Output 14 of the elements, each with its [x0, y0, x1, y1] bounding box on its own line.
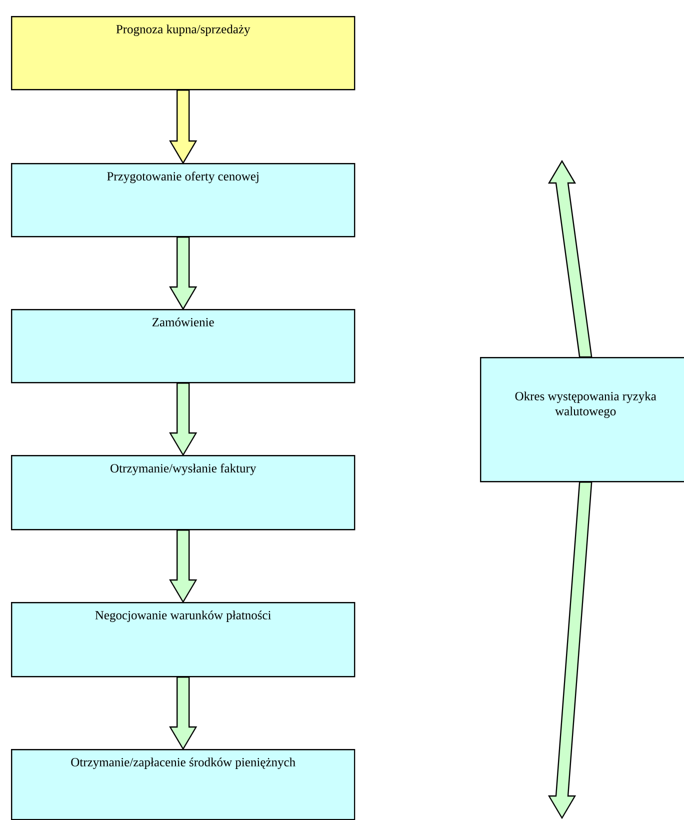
block-arrow: [169, 90, 198, 164]
block-arrow: [169, 530, 198, 604]
block-arrow: [548, 160, 592, 358]
process-box: Negocjowanie warunków płatności: [11, 602, 356, 678]
process-box: Otrzymanie/zapłacenie środków pieniężnych: [11, 749, 356, 820]
process-box: Okres występowania ryzyka walutowego: [480, 357, 684, 482]
process-box: Przygotowanie oferty cenowej: [11, 163, 356, 238]
block-arrow: [548, 482, 592, 820]
process-box: Zamówienie: [11, 309, 356, 384]
block-arrow: [169, 236, 198, 310]
process-box: Otrzymanie/wysłanie faktury: [11, 455, 356, 530]
process-box: Prognoza kupna/sprzedaży: [11, 16, 356, 90]
block-arrow: [169, 676, 198, 750]
block-arrow: [169, 382, 198, 456]
